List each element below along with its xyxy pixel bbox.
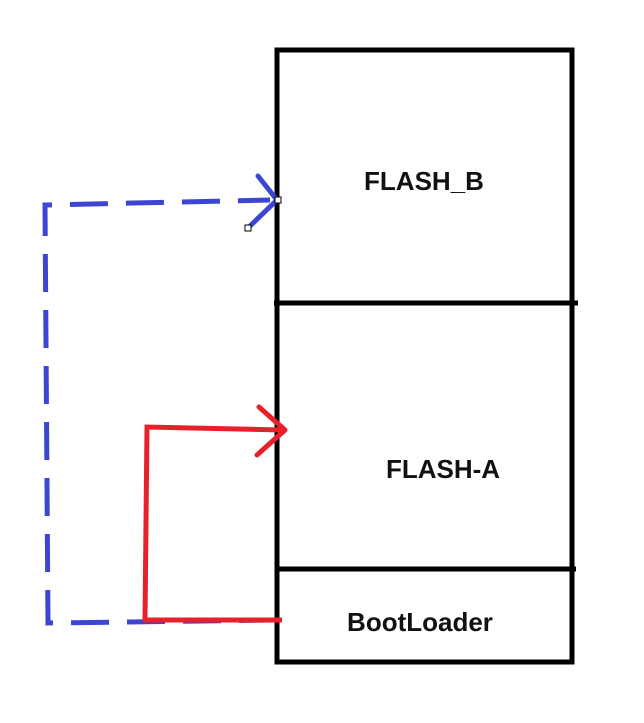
jump-arrow-to-flash-a-line <box>142 424 284 623</box>
selection-handle <box>274 196 282 204</box>
flash-b-block: FLASH_B <box>364 166 484 196</box>
flash-a-label: FLASH-A <box>386 454 500 484</box>
jump-arrow-to-flash-a <box>142 404 288 623</box>
jump-arrow-to-flash-a-head <box>254 404 288 458</box>
jump-arrow-to-flash-b <box>42 173 282 626</box>
bootloader-block: BootLoader <box>347 607 493 637</box>
memory-stack-outline <box>274 47 575 665</box>
selection-handle <box>244 224 252 232</box>
jump-arrow-to-flash-b-line <box>42 197 278 626</box>
bootloader-label: BootLoader <box>347 607 493 637</box>
flash-b-label: FLASH_B <box>364 166 484 196</box>
flash-a-block: FLASH-A <box>386 454 500 484</box>
